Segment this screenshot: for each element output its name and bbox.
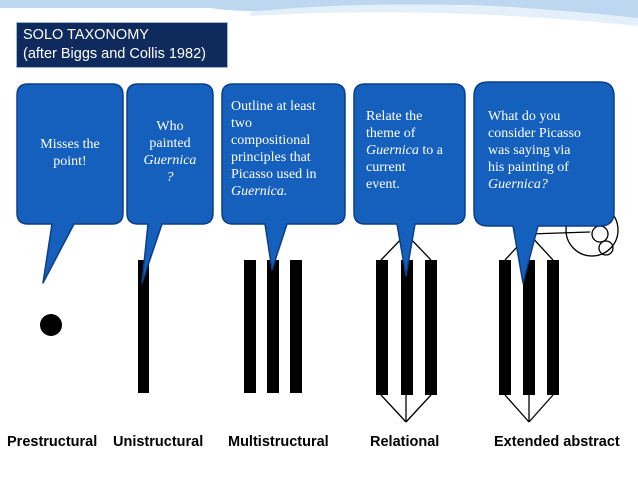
prestructural-label: Prestructural [7, 434, 98, 450]
prestructural-bubble-text: Misses the point! [20, 136, 120, 170]
bubble-line-italic: Guernica? [488, 177, 548, 192]
relational-bar-1 [376, 260, 388, 395]
extended-bar-1 [499, 260, 511, 395]
relational-label: Relational [370, 434, 440, 450]
bubble-line: Relate the [366, 109, 423, 124]
bubble-line: two [231, 116, 252, 131]
extended-abstract-label: Extended abstract [494, 434, 620, 450]
prestructural-bubble [16, 83, 124, 284]
title-line-2: (after Biggs and Collis 1982) [23, 46, 206, 62]
extended-bar-2 [523, 260, 535, 395]
unistructural-bubble-text: Who painted Guernica ? [129, 118, 211, 186]
bubble-line: point! [53, 154, 87, 169]
bubble-line: Outline at least [231, 99, 316, 114]
extended-bubble [473, 81, 615, 284]
multistructural-bar-1 [244, 260, 256, 393]
unistructural-bubble [126, 83, 214, 284]
bubble-line: Guernica to a [366, 142, 462, 159]
multistructural-bar-3 [290, 260, 302, 393]
bubble-line: What do you [488, 109, 561, 124]
bubble-line: current [366, 160, 406, 175]
bubble-line: Who [156, 119, 184, 134]
prestructural-dot [40, 314, 62, 336]
bubble-line: principles that [231, 150, 311, 165]
extended-bubble-text: What do you consider Picasso was saying … [488, 108, 610, 193]
bubble-line: Misses the [40, 137, 100, 152]
bubble-line-italic: Guernica [143, 153, 197, 168]
relational-bubble-text: Relate the theme of Guernica to a curren… [366, 108, 462, 193]
bubble-line: theme of [366, 126, 416, 141]
header-wave [0, 0, 638, 22]
bubble-line: was saying via [488, 143, 571, 158]
bubble-line-italic: Guernica. [231, 184, 288, 199]
bubble-line: compositional [231, 133, 311, 148]
relational-bubble [353, 83, 466, 277]
bubble-line: consider Picasso [488, 126, 581, 141]
header-wave-highlight [250, 4, 638, 26]
title-line-1: SOLO TAXONOMY [23, 27, 149, 43]
multistructural-label: Multistructural [228, 434, 329, 450]
bubble-line-italic: Guernica [366, 143, 419, 158]
bubble-line-italic: ? [166, 170, 174, 185]
bubble-line: event. [366, 177, 400, 192]
bubble-line: his painting of [488, 160, 569, 175]
multistructural-bubble [221, 83, 346, 271]
unistructural-bar [138, 260, 149, 393]
relational-bar-3 [425, 260, 437, 395]
relational-bar-2 [401, 260, 413, 395]
title-box: SOLO TAXONOMY (after Biggs and Collis 19… [16, 22, 228, 68]
extended-bar-3 [547, 260, 559, 395]
bubble-line: Picasso used in [231, 167, 317, 182]
unistructural-label: Unistructural [113, 434, 204, 450]
bubble-line: painted [149, 136, 191, 151]
bubble-line-rest: to a [418, 143, 443, 158]
multistructural-bubble-text: Outline at least two compositional princ… [231, 98, 343, 200]
multistructural-bar-2 [267, 260, 279, 393]
